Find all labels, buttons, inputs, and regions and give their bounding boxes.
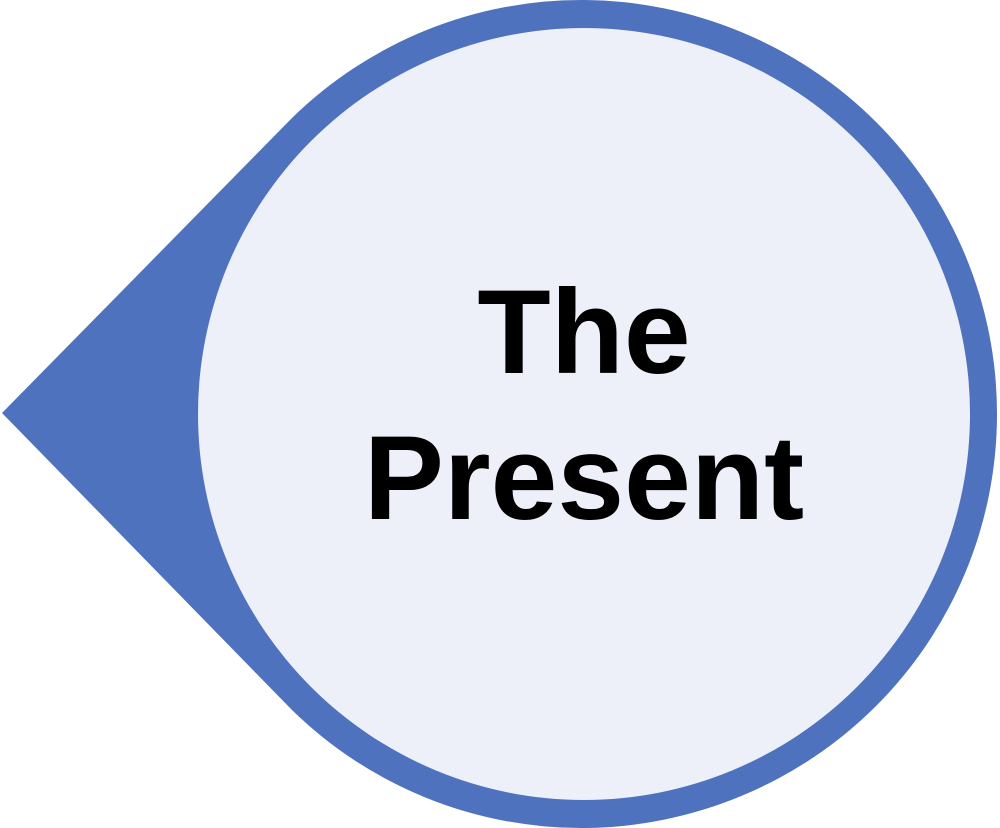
inner-circle <box>198 28 970 800</box>
label-line-1: The <box>477 265 691 399</box>
callout-label: The Present <box>364 259 804 551</box>
label-line-2: Present <box>363 411 805 545</box>
